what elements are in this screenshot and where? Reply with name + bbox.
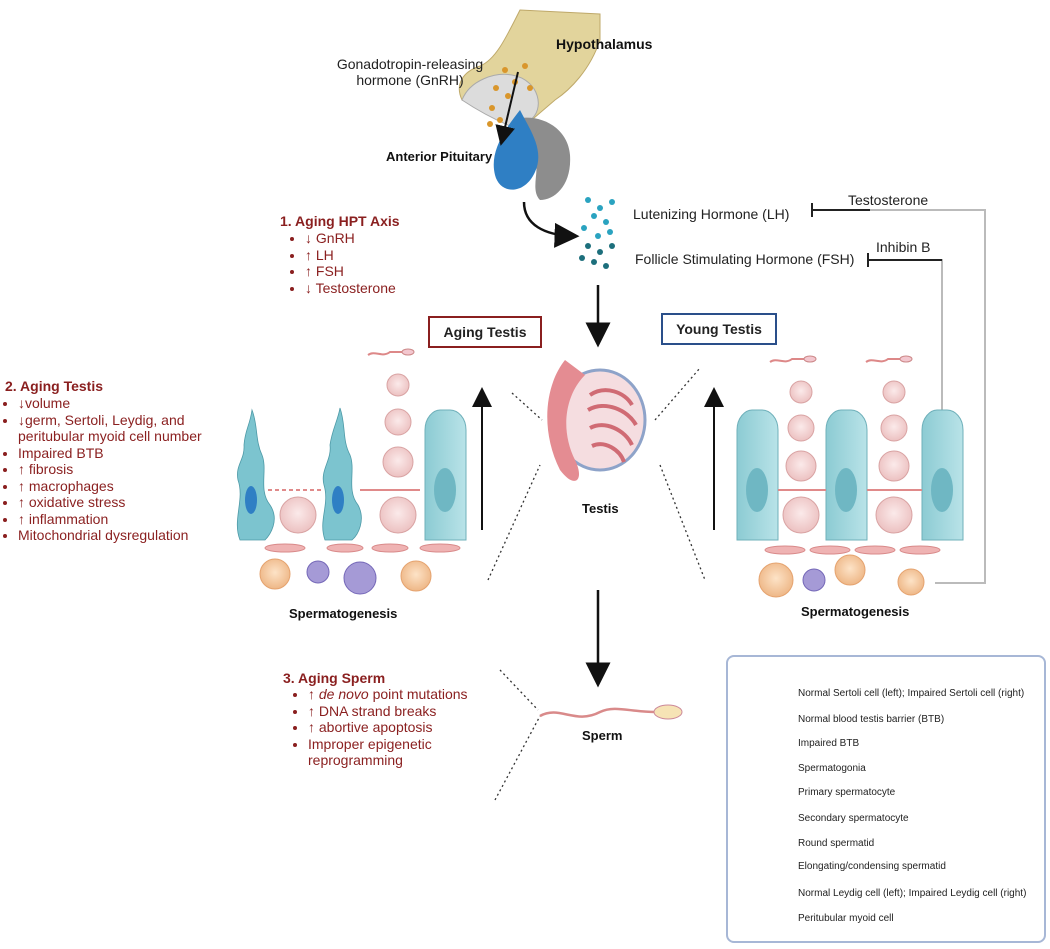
section2-item: ↑ oxidative stress bbox=[18, 494, 202, 511]
zoom-lines bbox=[487, 367, 706, 801]
pituitary-illustration bbox=[493, 110, 571, 200]
section2-item: ↑ fibrosis bbox=[18, 461, 202, 478]
young-testis-box: Young Testis bbox=[661, 313, 777, 345]
section2-item: ↓volume bbox=[18, 395, 202, 412]
gnrh-label: Gonadotropin-releasing hormone (GnRH) bbox=[336, 56, 484, 88]
section3-title: 3. Aging Sperm bbox=[283, 670, 386, 686]
section1-item: ↓ Testosterone bbox=[305, 280, 396, 297]
section2-list: ↓volume ↓germ, Sertoli, Leydig, and peri… bbox=[0, 395, 202, 544]
sperm-label: Sperm bbox=[582, 728, 623, 743]
section2-item: Mitochondrial dysregulation bbox=[18, 527, 202, 544]
pituitary-to-hormones-arrow bbox=[522, 201, 580, 248]
testosterone-feedback-line bbox=[812, 209, 986, 584]
section1-item: ↓ GnRH bbox=[305, 230, 396, 247]
aging-testis-box: Aging Testis bbox=[428, 316, 542, 348]
section1-list: ↓ GnRH ↑ LH ↑ FSH ↓ Testosterone bbox=[285, 230, 396, 296]
testis-label: Testis bbox=[582, 501, 619, 516]
inhibin-label: Inhibin B bbox=[876, 239, 931, 255]
legend-btb: Normal blood testis barrier (BTB) bbox=[798, 714, 945, 725]
spermatogenesis-left-label: Spermatogenesis bbox=[289, 606, 398, 621]
section2-item: Impaired BTB bbox=[18, 445, 202, 462]
legend-primary-spermatocyte: Primary spermatocyte bbox=[798, 787, 896, 798]
fsh-label: Follicle Stimulating Hormone (FSH) bbox=[635, 251, 855, 267]
legend-impaired-btb: Impaired BTB bbox=[798, 738, 860, 749]
legend-leydig: Normal Leydig cell (left); Impaired Leyd… bbox=[798, 888, 1027, 899]
section3-list: ↑ de novo point mutations ↑ DNA strand b… bbox=[288, 686, 468, 769]
gnrh-arrow bbox=[495, 71, 519, 146]
legend-elongating-spermatid: Elongating/condensing spermatid bbox=[798, 861, 946, 872]
legend-secondary-spermatocyte: Secondary spermatocyte bbox=[798, 813, 909, 824]
sperm-illustration bbox=[539, 704, 683, 720]
section3-item-continued: reprogramming bbox=[308, 752, 403, 768]
section3-item: Improper epigenetic bbox=[308, 736, 468, 753]
legend-round-spermatid: Round spermatid bbox=[798, 838, 875, 849]
section1-title: 1. Aging HPT Axis bbox=[280, 213, 400, 229]
section3-item: ↑ abortive apoptosis bbox=[308, 719, 468, 736]
inhibin-feedback-line bbox=[868, 259, 943, 410]
testosterone-label: Testosterone bbox=[848, 192, 929, 208]
lh-particles bbox=[581, 197, 615, 239]
legend-box: Normal Sertoli cell (left); Impaired Ser… bbox=[726, 655, 1046, 943]
section2-item: ↑ macrophages bbox=[18, 478, 202, 495]
lh-label: Lutenizing Hormone (LH) bbox=[633, 206, 790, 222]
section2-item: ↓germ, Sertoli, Leydig, and bbox=[18, 412, 202, 429]
section1-item: ↑ FSH bbox=[305, 263, 396, 280]
section1-item: ↑ LH bbox=[305, 247, 396, 264]
testis-illustration bbox=[547, 360, 647, 481]
fsh-particles bbox=[579, 243, 615, 269]
hypothalamus-label: Hypothalamus bbox=[556, 36, 653, 52]
section3-item: ↑ de novo point mutations bbox=[308, 686, 468, 703]
legend-sertoli: Normal Sertoli cell (left); Impaired Ser… bbox=[798, 688, 1025, 699]
section2-item: ↑ inflammation bbox=[18, 511, 202, 528]
legend-spermatogonia: Spermatogonia bbox=[798, 763, 866, 774]
pituitary-label: Anterior Pituitary bbox=[386, 149, 493, 164]
legend-myoid: Peritubular myoid cell bbox=[798, 913, 894, 924]
section2-title: 2. Aging Testis bbox=[5, 378, 104, 394]
young-tubule-illustration bbox=[704, 355, 964, 598]
aging-tubule-illustration bbox=[236, 348, 492, 595]
section2-item-continued: peritubular myoid cell number bbox=[18, 428, 202, 444]
section3-item: ↑ DNA strand breaks bbox=[308, 703, 468, 720]
spermatogenesis-right-label: Spermatogenesis bbox=[801, 604, 910, 619]
